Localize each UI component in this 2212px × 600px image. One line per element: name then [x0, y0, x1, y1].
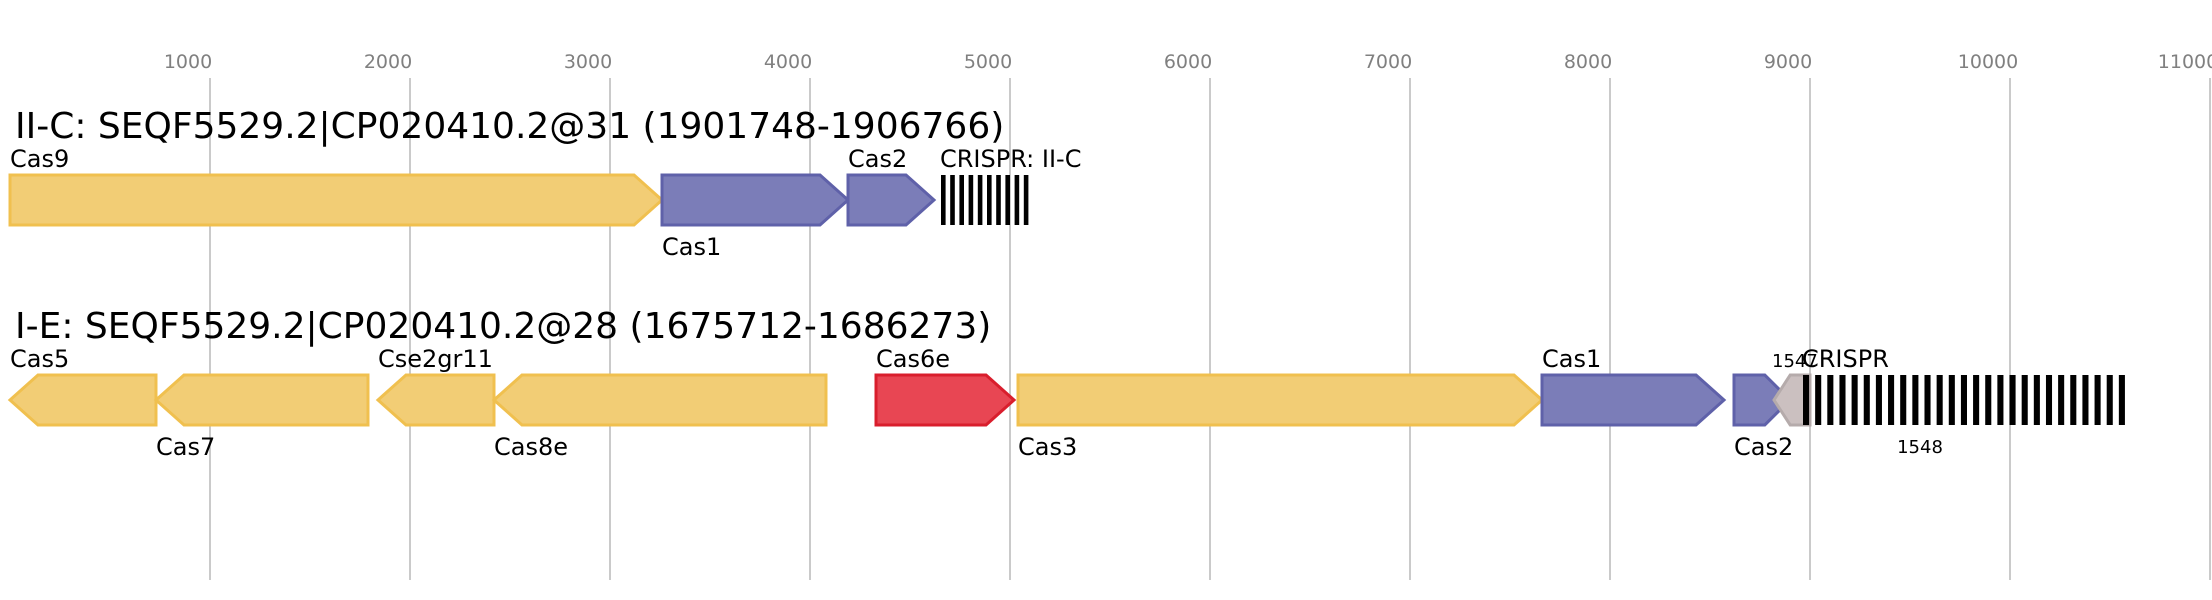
- crispr-repeat: [1839, 375, 1846, 425]
- locus-title: I-E: SEQF5529.2|CP020410.2@28 (1675712-1…: [15, 306, 991, 347]
- tick-label: 6000: [1164, 51, 1212, 73]
- crispr-repeat: [987, 175, 992, 225]
- tick-label: 5000: [964, 51, 1012, 73]
- crispr-repeat: [2058, 375, 2065, 425]
- tick-label: 11000: [2158, 51, 2212, 73]
- tick-label: 4000: [764, 51, 812, 73]
- locus-i-e: I-E: SEQF5529.2|CP020410.2@28 (1675712-1…: [7, 306, 2125, 461]
- gene-cas5-arrow: [7, 373, 158, 427]
- gene-cas1-arrow: [660, 173, 851, 227]
- gene-cas2-arrow: [1732, 373, 1793, 427]
- crispr-repeat: [2070, 375, 2077, 425]
- crispr-repeat: [1924, 375, 1931, 425]
- locus-ii-c: II-C: SEQF5529.2|CP020410.2@31 (1901748-…: [8, 106, 1081, 261]
- gene-label-cse2gr11: Cse2gr11: [378, 345, 493, 373]
- crispr-repeat: [1900, 375, 1907, 425]
- tick-label: 7000: [1364, 51, 1412, 73]
- crispr-repeat: [959, 175, 964, 225]
- crispr-label: CRISPR: [1802, 345, 1889, 373]
- gene-cas1-arrow: [1540, 373, 1727, 427]
- crispr-repeat: [2045, 375, 2053, 425]
- crispr-repeat: [1985, 375, 1992, 425]
- crispr-repeat: [941, 175, 946, 225]
- gene-label-cas5: Cas5: [10, 345, 69, 373]
- crispr-repeat: [1014, 175, 1020, 225]
- crispr-repeat: [1948, 375, 1955, 425]
- crispr-repeat: [1997, 375, 2004, 425]
- gene-label-cas9: Cas9: [10, 145, 69, 173]
- gene-label-cas8e: Cas8e: [494, 433, 568, 461]
- gene-label-cas2: Cas2: [848, 145, 907, 173]
- crispr-repeat: [1815, 375, 1822, 425]
- crispr-repeat: [2106, 375, 2113, 425]
- crispr-repeat: [2009, 375, 2016, 425]
- gene-cas7-arrow: [153, 373, 370, 427]
- crispr-repeat: [1803, 375, 1810, 425]
- tick-label: 10000: [1958, 51, 2018, 73]
- tick-label: 9000: [1764, 51, 1812, 73]
- gene-label-cas7: Cas7: [156, 433, 215, 461]
- gene-cas3-arrow: [1016, 373, 1545, 427]
- crispr-repeat: [2033, 375, 2040, 425]
- tick-label: 1000: [164, 51, 212, 73]
- crispr-repeat: [950, 175, 955, 225]
- gene-cas2-arrow: [846, 173, 937, 227]
- crispr-repeat: [1936, 375, 1943, 425]
- locus-title: II-C: SEQF5529.2|CP020410.2@31 (1901748-…: [15, 106, 1004, 147]
- crispr-repeat: [1005, 175, 1010, 225]
- crispr-repeat: [1023, 175, 1029, 225]
- crispr-repeat: [1888, 375, 1895, 425]
- crispr-repeat: [977, 175, 983, 225]
- gene-cas9-arrow: [8, 173, 665, 227]
- gene-label-cas6e: Cas6e: [876, 345, 950, 373]
- crispr-label: CRISPR: II-C: [940, 145, 1081, 173]
- crispr-repeat: [2118, 375, 2125, 425]
- gene-cas8e-arrow: [491, 373, 828, 427]
- crispr-repeat: [1863, 375, 1870, 425]
- crispr-repeat: [2021, 375, 2028, 425]
- gene-label-cas1: Cas1: [1542, 345, 1601, 373]
- crispr-repeat: [1851, 375, 1858, 425]
- gene-cas6e-arrow: [874, 373, 1017, 427]
- crispr-repeat: [1973, 375, 1980, 425]
- crispr-repeat: [2082, 375, 2089, 425]
- crispr-repeat: [996, 175, 1001, 225]
- crispr-repeat: [1912, 375, 1919, 425]
- crispr-sublabel: 1548: [1897, 437, 1943, 458]
- crispr-repeat: [1827, 375, 1834, 425]
- crispr-repeat: [2094, 375, 2101, 425]
- crispr-repeat: [1960, 375, 1967, 425]
- crispr-repeat: [968, 175, 974, 225]
- gene-label-1547: 1547: [1772, 351, 1818, 372]
- gene-label-cas1: Cas1: [662, 233, 721, 261]
- gene-label-cas3: Cas3: [1018, 433, 1077, 461]
- tick-label: 8000: [1564, 51, 1612, 73]
- coordinate-grid: 1000 2000 3000 4000 5000 6000 7000 8000 9000 1000…: [164, 51, 2212, 580]
- tick-label: 2000: [364, 51, 412, 73]
- tick-label: 3000: [564, 51, 612, 73]
- gene-label-cas2: Cas2: [1734, 433, 1793, 461]
- crispr-repeat: [1875, 375, 1882, 425]
- gene-cse2gr11-arrow: [375, 373, 496, 427]
